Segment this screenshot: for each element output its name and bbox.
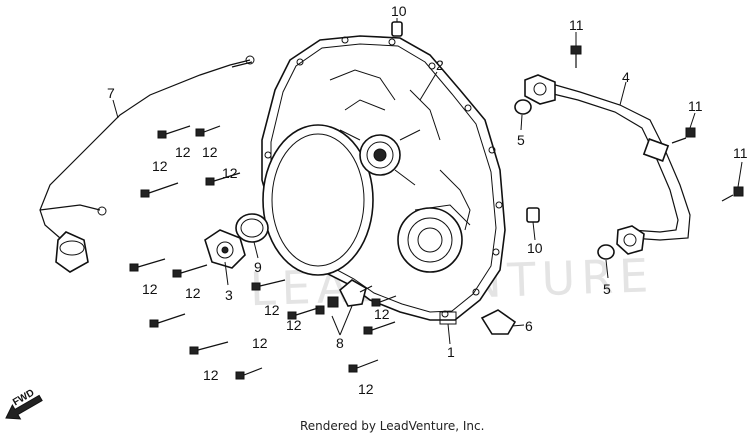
bolt-11-b (671, 127, 696, 144)
clip-6 (480, 309, 517, 335)
callout-12-h: 12 (374, 306, 390, 322)
callout-10-top: 10 (391, 3, 407, 19)
callout-1: 1 (447, 344, 455, 360)
bolt-11-a (570, 45, 582, 68)
callout-7: 7 (107, 85, 115, 101)
switch-8 (315, 279, 373, 315)
fwd-arrow: FWD (5, 387, 43, 420)
callout-12-f: 12 (185, 285, 201, 301)
bolts-12 (129, 125, 397, 380)
bolt-12-4 (205, 172, 241, 186)
callout-12-j: 12 (252, 335, 268, 351)
bolt-12-14 (371, 295, 397, 307)
cable-assembly (39, 55, 255, 273)
callout-12-e: 12 (142, 281, 158, 297)
o-ring-5-upper (514, 99, 532, 115)
bolt-12-3 (140, 182, 179, 198)
bolt-12-5 (129, 258, 166, 272)
callout-5-upper: 5 (517, 132, 525, 148)
leader-lines (112, 18, 743, 345)
callout-3: 3 (225, 287, 233, 303)
callout-numbers: 10 2 11 4 7 11 5 12 12 11 12 12 9 10 12 … (107, 3, 748, 397)
callout-12-k: 12 (203, 367, 219, 383)
callout-12-g: 12 (264, 302, 280, 318)
o-ring-5-lower (597, 244, 615, 260)
bolt-12-6 (172, 264, 208, 278)
callout-8: 8 (336, 335, 344, 351)
callout-6: 6 (525, 318, 533, 334)
oil-pipe (524, 74, 691, 255)
callout-9: 9 (254, 259, 262, 275)
bolt-12-13 (348, 359, 379, 373)
callout-12-b: 12 (202, 144, 218, 160)
clutch-bore (262, 124, 374, 276)
callout-10-right: 10 (527, 240, 543, 256)
bolt-12-9 (189, 341, 229, 355)
callout-12-d: 12 (222, 165, 238, 181)
cable-boot (55, 231, 89, 273)
callout-12-a: 12 (175, 144, 191, 160)
callout-12-i: 12 (286, 317, 302, 333)
callout-11-mid: 11 (688, 98, 703, 114)
bolt-12-11 (287, 307, 319, 320)
bolt-12-8 (149, 313, 186, 328)
callout-12-l: 12 (358, 381, 374, 397)
bolt-12-12 (363, 321, 396, 335)
dowel-pin-10-top (391, 21, 403, 37)
o-ring-large (235, 213, 269, 243)
crankcase-cover (261, 35, 506, 325)
callout-2: 2 (436, 57, 444, 73)
bolt-12-1 (157, 125, 191, 139)
callout-4: 4 (622, 69, 630, 85)
bolt-12-10 (235, 367, 263, 380)
credit-text: Rendered by LeadVenture, Inc. (300, 419, 484, 433)
callout-12-c: 12 (152, 158, 168, 174)
callout-11-top: 11 (569, 17, 584, 33)
dowel-pin-10-right (526, 207, 540, 223)
cover-plate (204, 229, 246, 269)
callout-5-lower: 5 (603, 281, 611, 297)
bolt-11-c (721, 186, 744, 202)
bolt-12-7 (251, 279, 286, 291)
callout-11-right: 11 (733, 145, 748, 161)
bolt-12-2 (195, 125, 221, 137)
